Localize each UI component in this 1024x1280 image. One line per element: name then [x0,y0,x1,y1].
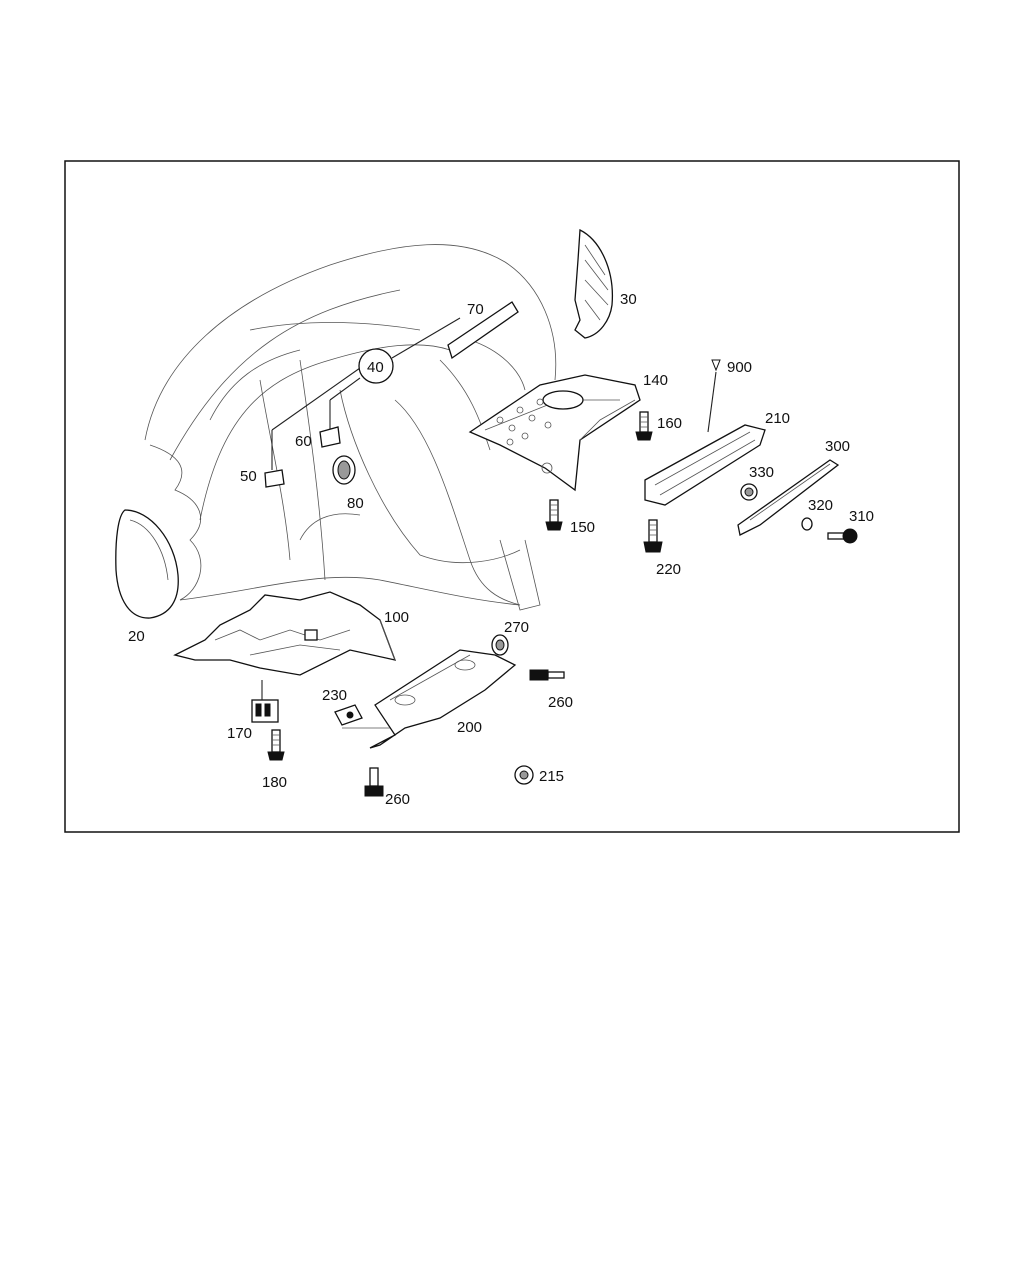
callout-260-bottom: 260 [385,791,410,808]
callout-30: 30 [620,291,637,308]
part-30-end-panel [574,228,614,339]
callout-70: 70 [467,301,484,318]
callout-150: 150 [570,519,595,536]
screw-160 [635,411,653,441]
part-40-leaders [271,317,461,470]
diagram-frame [64,160,960,833]
part-70-trim [447,301,519,360]
callout-320: 320 [808,497,833,514]
part-230-clip [334,704,363,726]
bolt-260-bottom [364,767,384,797]
callout-900: 900 [727,359,752,376]
callout-20: 20 [128,628,145,645]
part-60-trim [319,426,341,448]
nut-330 [740,483,758,501]
callout-180: 180 [262,774,287,791]
callout-200: 200 [457,719,482,736]
part-210-lid [644,359,766,506]
part-200-lid [342,649,517,749]
callout-80: 80 [347,495,364,512]
callout-300: 300 [825,438,850,455]
callout-330: 330 [749,464,774,481]
callout-140: 140 [643,372,668,389]
part-300-strip [737,459,840,536]
screw-310 [827,528,858,544]
callout-215: 215 [539,768,564,785]
screw-150 [545,499,563,531]
part-20-side-cover [115,509,179,619]
part-140-housing [468,374,641,492]
nut-270 [491,634,509,656]
callout-100: 100 [384,609,409,626]
part-50-trim [264,469,285,488]
part-100-carrier [173,591,397,676]
nut-215 [514,765,534,785]
callout-230: 230 [322,687,347,704]
callout-labels: 20 30 40 50 60 70 80 100 140 150 160 170… [128,291,874,808]
callout-210: 210 [765,410,790,427]
callout-60: 60 [295,433,312,450]
callout-270: 270 [504,619,529,636]
screw-180 [267,729,285,761]
callout-170: 170 [227,725,252,742]
washer-320 [801,517,813,531]
callout-40: 40 [367,359,384,376]
callout-220: 220 [656,561,681,578]
screw-220 [643,519,663,553]
bolt-260-right [529,669,565,681]
part-80-vent [332,455,356,485]
callout-160: 160 [657,415,682,432]
callout-50: 50 [240,468,257,485]
part-170-switch [251,680,279,723]
callout-310: 310 [849,508,874,525]
callout-260-right: 260 [548,694,573,711]
